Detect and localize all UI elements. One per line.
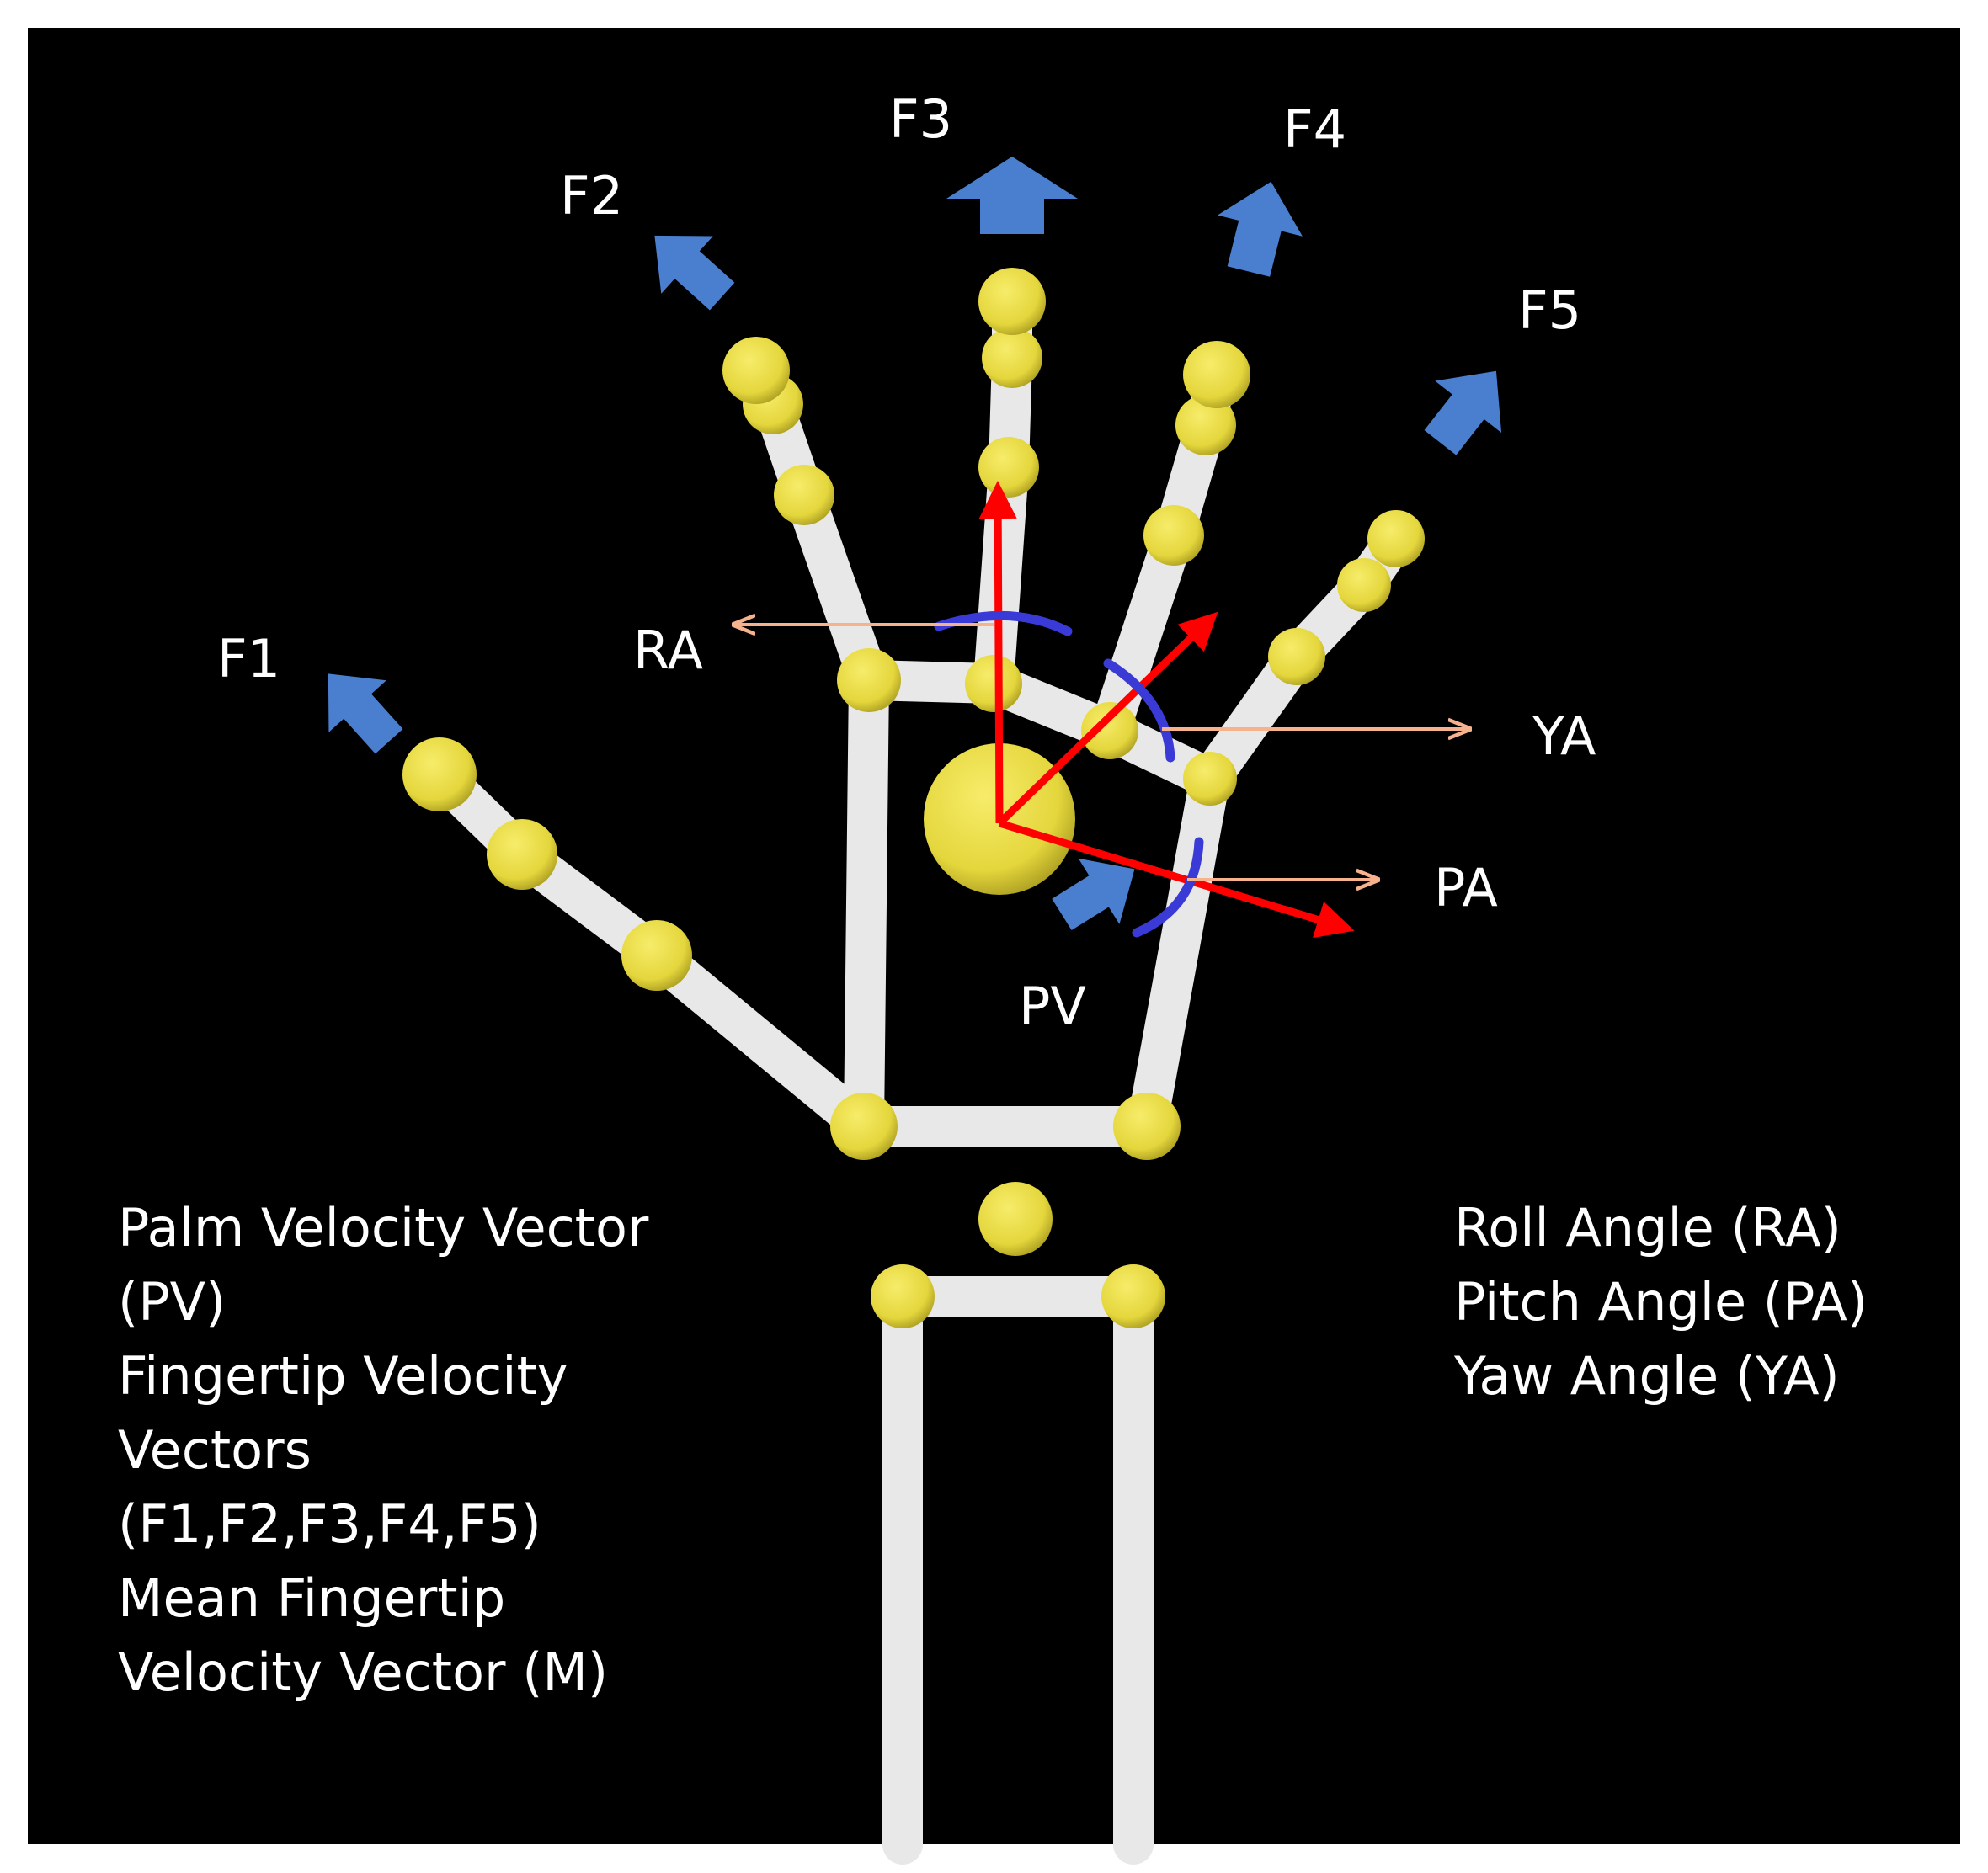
fingertip-velocity-arrows xyxy=(328,157,1502,931)
legend-right-line: Yaw Angle (YA) xyxy=(1453,1345,1840,1407)
legend-left-line: Vectors xyxy=(118,1419,312,1481)
pointer-lines xyxy=(734,625,1469,880)
label-f1: F1 xyxy=(217,628,280,689)
hand-skeleton-joints xyxy=(402,268,1425,1328)
roll-arc xyxy=(934,610,1073,636)
label-pa: PA xyxy=(1434,857,1498,918)
legend-left: Palm Velocity Vector (PV) Fingertip Velo… xyxy=(118,1197,649,1703)
f5-arrow-icon xyxy=(1424,370,1502,455)
label-f5: F5 xyxy=(1518,279,1581,341)
f2-arrow-icon xyxy=(654,235,735,311)
label-f3: F3 xyxy=(889,88,952,150)
legend-right-line: Pitch Angle (PA) xyxy=(1454,1271,1868,1333)
legend-left-line: Mean Fingertip xyxy=(118,1567,505,1629)
label-ra: RA xyxy=(633,620,703,681)
legend-left-line: Velocity Vector (M) xyxy=(118,1642,608,1703)
legend-left-line: Fingertip Velocity xyxy=(118,1345,568,1407)
fingertip-labels: F1 F2 F3 F4 F5 xyxy=(217,88,1581,689)
angle-arcs xyxy=(934,610,1204,938)
pv-arrow-icon xyxy=(1052,858,1135,931)
legend-left-line: Palm Velocity Vector xyxy=(118,1197,649,1258)
yaw-arc xyxy=(1103,658,1175,763)
angle-labels: RA YA PA PV xyxy=(633,620,1596,1037)
palm-axes xyxy=(978,481,1355,939)
pitch-arc xyxy=(1132,837,1204,938)
legend-left-line: (PV) xyxy=(118,1271,226,1333)
f1-arrow-icon xyxy=(328,673,403,754)
label-ya: YA xyxy=(1532,705,1596,767)
legend-right: Roll Angle (RA) Pitch Angle (PA) Yaw Ang… xyxy=(1453,1197,1868,1407)
label-f2: F2 xyxy=(560,165,623,226)
f3-arrow-icon xyxy=(946,157,1078,234)
f4-arrow-icon xyxy=(1217,181,1303,277)
wrist-joint xyxy=(978,1182,1053,1256)
legend-left-line: (F1,F2,F3,F4,F5) xyxy=(118,1493,541,1555)
label-f4: F4 xyxy=(1283,98,1346,160)
legend-right-line: Roll Angle (RA) xyxy=(1454,1197,1841,1258)
label-pv: PV xyxy=(1019,976,1086,1037)
